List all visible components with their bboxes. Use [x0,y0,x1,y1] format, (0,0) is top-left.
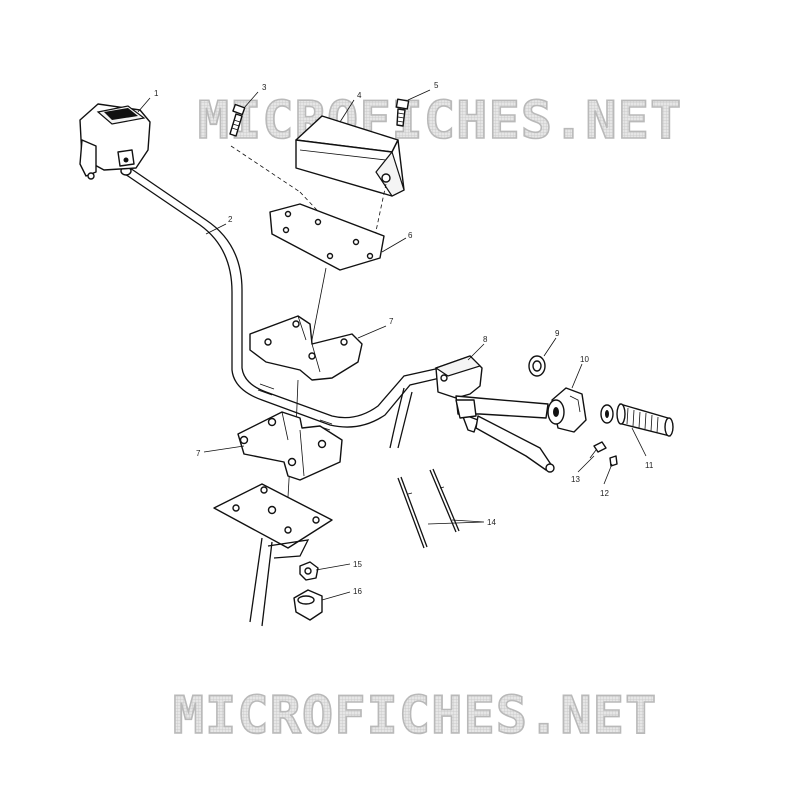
callout-4: 4 [357,91,362,100]
screw-12 [609,455,618,467]
watermark-top: MICROFICHES.NET MICROFICHES.NET [197,90,683,152]
handlebar-pad [295,115,405,197]
handlebar-tube [120,166,441,449]
callout-13: 13 [571,475,580,484]
svg-text:MICROFICHES.NET: MICROFICHES.NET [173,686,658,746]
clamp-upper-7 [249,315,363,381]
clip-16 [293,589,323,621]
rods-14 [397,468,460,549]
bolt-3 [229,103,246,137]
steering-plate [213,483,333,549]
callout-11: 11 [645,461,654,470]
mount-plate-6 [269,203,385,271]
callout-16: 16 [353,587,362,596]
leader-lines [137,89,647,601]
callout-9: 9 [555,329,560,338]
grip-11 [600,403,674,437]
callout-2: 2 [228,215,233,224]
nut-15 [299,561,319,581]
collar-9 [528,355,546,377]
switch-housing-10 [547,387,587,433]
clamp-lower-7 [237,411,343,481]
callout-6: 6 [408,231,413,240]
svg-text:MICROFICHES.NET: MICROFICHES.NET [198,91,683,151]
throttle-housing [79,103,151,180]
svg-text:MICROFICHES.NET: MICROFICHES.NET [173,686,658,746]
callout-labels: 1 2 3 4 5 6 7 7 8 9 10 11 12 13 14 15 16 [154,81,654,596]
bolt-5 [395,98,410,127]
watermark-bottom: MICROFICHES.NET MICROFICHES.NET [172,685,658,747]
callout-7-upper: 7 [389,317,394,326]
callout-3: 3 [262,83,267,92]
master-cylinder-8 [434,355,555,473]
callout-12: 12 [600,489,609,498]
callout-8: 8 [483,335,488,344]
callout-5: 5 [434,81,439,90]
screw-13 [589,441,607,459]
callout-15: 15 [353,560,362,569]
callout-1: 1 [154,89,159,98]
callout-7-lower: 7 [196,449,201,458]
steering-shaft [249,537,310,627]
callout-10: 10 [580,355,589,364]
callout-14: 14 [487,518,496,527]
svg-text:MICROFICHES.NET: MICROFICHES.NET [198,91,683,151]
